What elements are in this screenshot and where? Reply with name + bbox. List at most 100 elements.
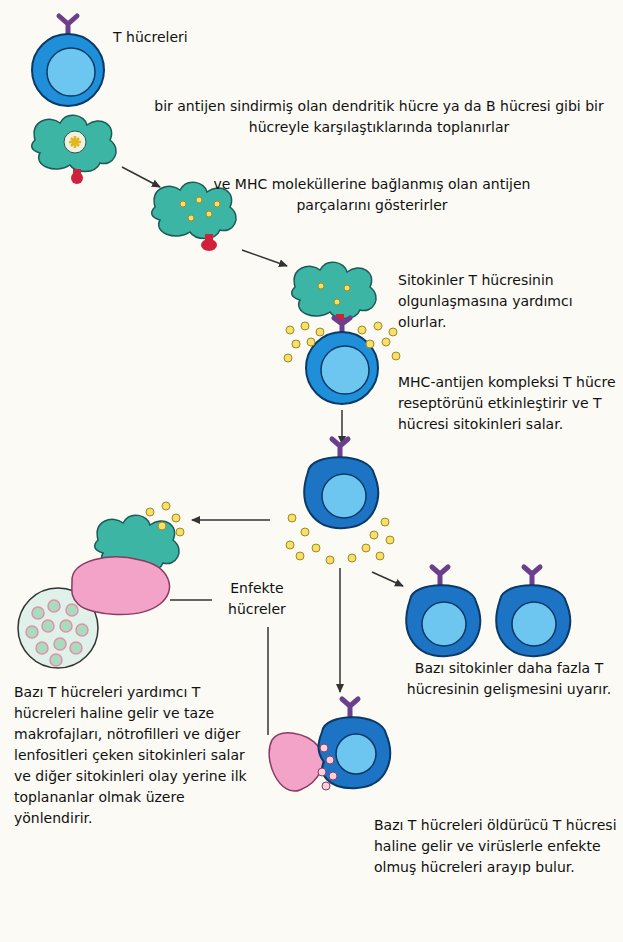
dendritic-cell-part [188, 215, 194, 221]
annotation-text: Bazı T hücreleri öldürücü T hücresi hali… [374, 815, 620, 878]
cytokine-dots-part [316, 328, 324, 336]
cytokine-dots-part [286, 541, 294, 549]
cytokine-dots [286, 514, 394, 564]
granule-dots-part [322, 782, 330, 790]
dendritic-cell-part [292, 262, 376, 318]
granule-dots-part [326, 756, 334, 764]
killer-t-cell-part [342, 699, 358, 716]
granule-dots-part [329, 772, 337, 780]
t-cell-part [524, 567, 540, 584]
annotation-text: T hücreleri [113, 27, 243, 48]
dendritic-cell-part [206, 211, 212, 217]
dendritic-cell-part [71, 172, 83, 184]
flow-arrow [339, 568, 341, 692]
activated-t-cell-part [304, 457, 378, 528]
activated-t-cell-part [332, 439, 348, 456]
cytokine-dots-part [158, 522, 166, 530]
dendritic-cell-part [201, 239, 217, 251]
cytokine-dots-part [370, 531, 378, 539]
infected-cell-part-part [36, 642, 48, 654]
cytokine-dots-part [376, 552, 384, 560]
cytokine-dots-part [292, 340, 300, 348]
cytokine-dots-part [146, 508, 154, 516]
flow-arrow [341, 410, 343, 444]
infected-cell-part-part [54, 638, 66, 650]
cytokine-dots-part [296, 552, 304, 560]
dendritic-cell-part [32, 115, 116, 171]
annotation-text: Bazı sitokinler daha fazla T hücresinin … [398, 658, 620, 700]
t-cell-part [32, 34, 104, 106]
annotation-text: ve MHC moleküllerine bağlanmış olan anti… [212, 174, 532, 216]
annotation-text: Sitokinler T hücresinin olgunlaşmasına y… [398, 270, 598, 333]
flow-arrow [122, 167, 160, 187]
t-cell-part [406, 585, 480, 656]
t-cell-part [512, 602, 556, 646]
t-cell-part [321, 346, 369, 394]
dendritic-cell-part [196, 197, 202, 203]
infected-cell-part-part [48, 600, 60, 612]
infected-cell-part-part [42, 620, 54, 632]
infected-cell-part-part [26, 626, 38, 638]
infected-cell-part-part [50, 654, 62, 666]
cytokine-dots [284, 322, 400, 362]
cytokine-dots-part [172, 514, 180, 522]
infected-cell-part-part [32, 607, 44, 619]
cytokine-dots-part [301, 528, 309, 536]
cytokine-dots-part [381, 518, 389, 526]
dendritic-cell [152, 182, 236, 251]
cytokine-dots-part [389, 328, 397, 336]
cytokine-dots [146, 502, 184, 536]
infected-cell-part [26, 600, 88, 666]
dendritic-cell-part [344, 285, 350, 291]
activated-t-cell-part [322, 474, 366, 518]
infected-cell-part-part [60, 620, 72, 632]
t-cell-part [422, 602, 466, 646]
t-cell-part [59, 16, 77, 34]
cytokine-dots-part [288, 514, 296, 522]
dendritic-cell [32, 115, 116, 184]
flow-arrow [242, 250, 287, 266]
cytokine-dots-part [286, 326, 294, 334]
cytokine-dots-part [176, 528, 184, 536]
t-cell [32, 16, 104, 106]
cytokine-dots-part [301, 322, 309, 330]
dendritic-cell-part [64, 131, 86, 153]
dendritic-cell-part [69, 136, 81, 148]
t-cell-part [306, 332, 378, 404]
cytokine-dots-part [326, 556, 334, 564]
infected-cell-part-part [70, 642, 82, 654]
cytokine-dots-part [382, 338, 390, 346]
pink-cell [269, 733, 323, 791]
cytokine-dots-part [362, 544, 370, 552]
cytokine-dots-part [312, 544, 320, 552]
activated-t-cell [304, 439, 378, 528]
annotation-text: Enfekte hücreler [212, 578, 302, 620]
flow-arrow [372, 572, 403, 586]
cytokine-dots-part [307, 338, 315, 346]
granule-dots-part [320, 744, 328, 752]
cytokine-dots-part [284, 354, 292, 362]
leader-line [170, 599, 212, 601]
dendritic-cell-part [334, 299, 340, 305]
dendritic-cell-part [318, 283, 324, 289]
annotation-text: MHC-antijen kompleksi T hücre reseptörün… [398, 372, 616, 435]
cytokine-dots-part [386, 536, 394, 544]
dendritic-cell-part [180, 201, 186, 207]
killer-t-cell-part [336, 734, 376, 774]
cytokine-dots-part [392, 352, 400, 360]
cytokine-dots-part [366, 340, 374, 348]
annotation-text: Bazı T hücreleri yardımcı T hücreleri ha… [14, 682, 266, 829]
cytokine-dots-part [162, 502, 170, 510]
infected-cell-part-part [76, 624, 88, 636]
granule-dots-part [318, 768, 326, 776]
infected-cell-part-part [66, 604, 78, 616]
t-cell [406, 567, 480, 656]
t-cell-part [334, 318, 350, 332]
pink-cell [72, 557, 170, 615]
cytokine-dots-part [348, 554, 356, 562]
leader-line [267, 627, 269, 735]
killer-t-cell [319, 699, 391, 788]
granule-dots [318, 744, 337, 790]
cytokine-dots-part [358, 326, 366, 334]
t-cell-part [432, 567, 448, 584]
